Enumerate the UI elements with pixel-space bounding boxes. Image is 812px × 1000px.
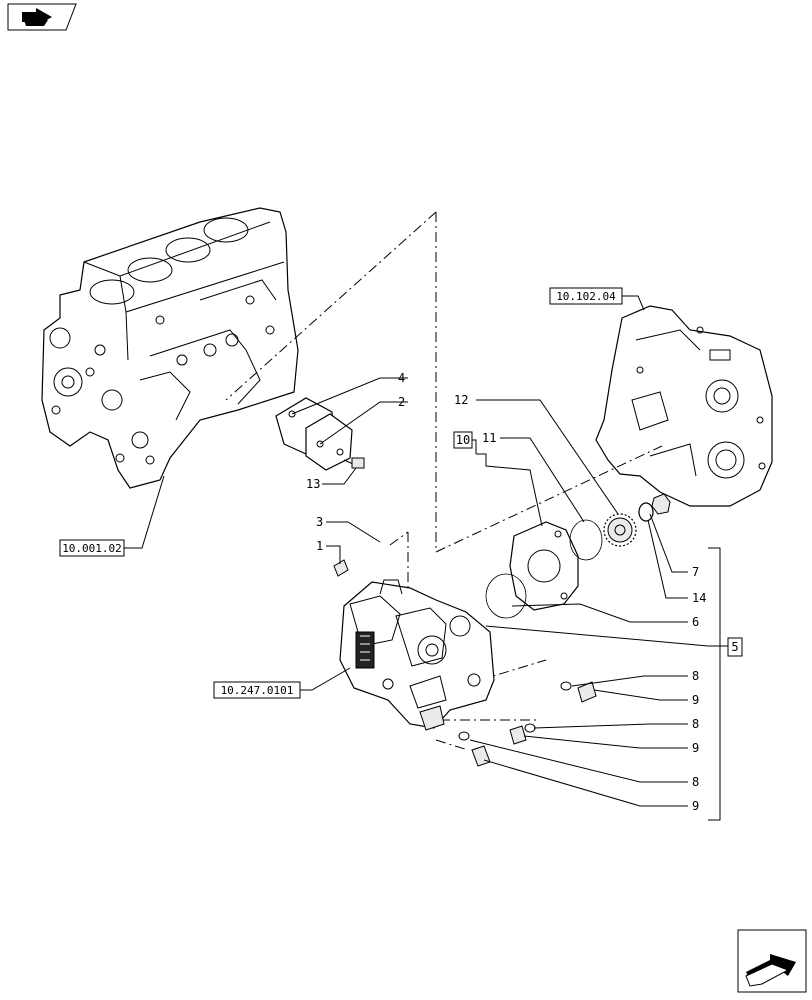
alignment-lines: [225, 211, 663, 751]
ref-engine-block-label: 10.001.02: [62, 542, 122, 555]
item-10-box: 10: [453, 431, 473, 449]
item-5-box: 5: [727, 637, 743, 657]
callout-11: 11: [482, 431, 496, 445]
engine-block: [41, 207, 299, 489]
callout-7: 7: [692, 565, 699, 579]
callout-8-b: 8: [692, 717, 699, 731]
stud-nut: [333, 538, 387, 577]
callout-4: 4: [398, 371, 405, 385]
gasket-plate: [275, 397, 365, 471]
svg-text:10: 10: [456, 433, 470, 447]
drive-gear: [603, 513, 637, 547]
callout-14: 14: [692, 591, 706, 605]
callout-12: 12: [454, 393, 468, 407]
o-ring-11: [569, 519, 603, 561]
injection-pump: [339, 579, 495, 731]
book-arrow-icon[interactable]: [7, 3, 77, 31]
pump-flange: [509, 521, 579, 611]
callout-6: 6: [692, 615, 699, 629]
ref-pump-label: 10.247.0101: [221, 684, 294, 697]
callout-9-a: 9: [692, 693, 699, 707]
callout-9-c: 9: [692, 799, 699, 813]
ref-pump[interactable]: 10.247.0101: [213, 681, 301, 699]
callout-3: 3: [316, 515, 323, 529]
callout-8-a: 8: [692, 669, 699, 683]
washer-14: [638, 502, 654, 522]
callout-2: 2: [398, 395, 405, 409]
ref-engine-block[interactable]: 10.001.02: [59, 539, 125, 557]
leader-lines: [124, 295, 728, 821]
callout-9-b: 9: [692, 741, 699, 755]
o-ring-8a: [560, 681, 572, 691]
svg-text:5: 5: [731, 640, 738, 654]
ref-timing-cover-label: 10.102.04: [556, 290, 616, 303]
ref-timing-cover[interactable]: 10.102.04: [549, 287, 623, 305]
callout-13: 13: [306, 477, 320, 491]
fitting-9c: [471, 745, 491, 767]
callout-1: 1: [316, 539, 323, 553]
fitting-9b: [509, 725, 527, 745]
next-page-arrow-icon[interactable]: [737, 929, 807, 993]
timing-cover: [595, 305, 773, 507]
o-ring-8b: [524, 723, 536, 733]
callout-8-c: 8: [692, 775, 699, 789]
o-ring-8c: [458, 731, 470, 741]
o-ring-6: [485, 573, 527, 619]
nut-7: [651, 493, 671, 515]
